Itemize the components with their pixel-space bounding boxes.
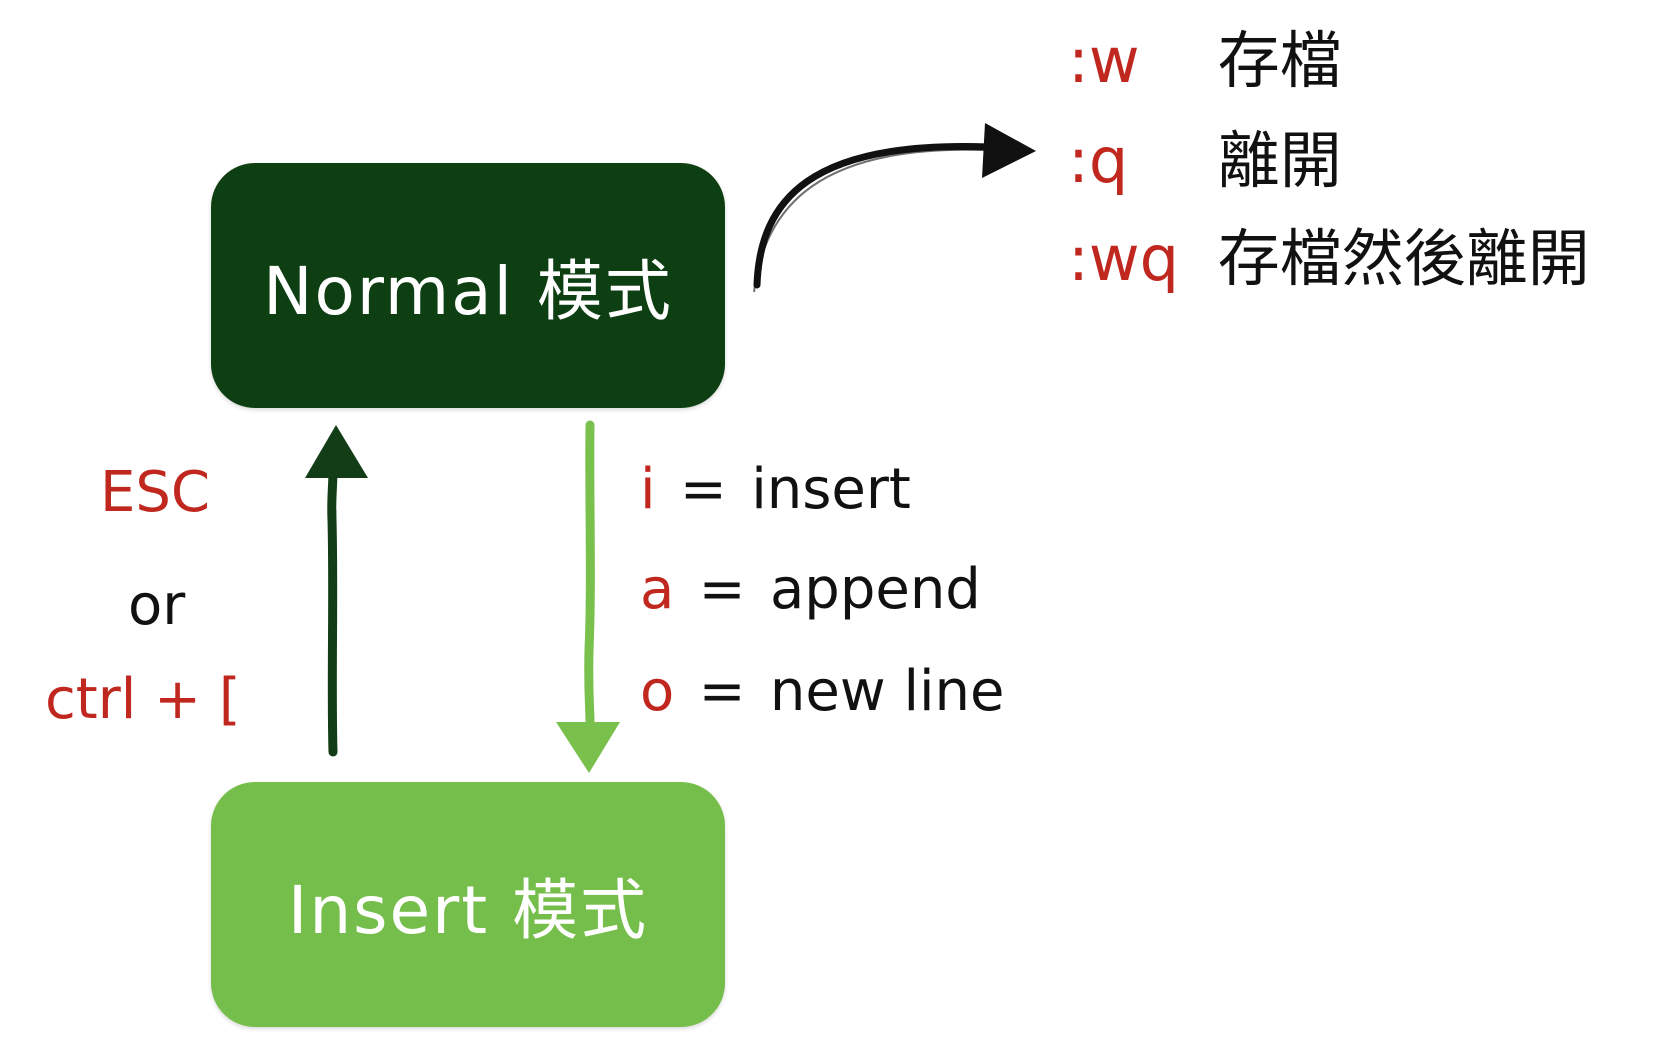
enter-key-meaning: new line bbox=[769, 659, 1005, 724]
enter-key-row: a = append bbox=[640, 562, 981, 618]
command-key: :wq bbox=[1068, 222, 1179, 295]
arrow-to-commands bbox=[753, 123, 1036, 293]
command-meaning: 存檔 bbox=[1217, 24, 1342, 97]
command-meaning: 離開 bbox=[1217, 124, 1342, 197]
normal-mode-label: Normal 模式 bbox=[263, 252, 673, 330]
enter-key: a bbox=[640, 557, 675, 622]
insert-mode-box: Insert 模式 bbox=[211, 782, 725, 1027]
equals-sign: = bbox=[698, 659, 746, 724]
enter-key-meaning: append bbox=[769, 557, 981, 622]
normal-mode-box: Normal 模式 bbox=[211, 163, 725, 408]
command-key: :q bbox=[1068, 124, 1129, 197]
equals-sign: = bbox=[698, 557, 746, 622]
esc-key-label: ESC bbox=[100, 460, 211, 525]
command-row: :w 存檔 bbox=[1068, 30, 1342, 92]
or-separator: or bbox=[128, 573, 186, 638]
command-row: :q 離開 bbox=[1068, 130, 1342, 192]
command-row: :wq 存檔然後離開 bbox=[1068, 228, 1590, 290]
ctrl-bracket-label: ctrl + [ bbox=[45, 667, 241, 732]
insert-mode-label: Insert 模式 bbox=[287, 871, 649, 949]
enter-key-meaning: insert bbox=[751, 457, 911, 522]
equals-sign: = bbox=[679, 457, 727, 522]
arrow-to-insert bbox=[556, 420, 620, 773]
command-key: :w bbox=[1068, 24, 1140, 97]
enter-key-row: o = new line bbox=[640, 664, 1005, 720]
enter-key: i bbox=[640, 457, 656, 522]
arrow-to-normal bbox=[305, 425, 368, 757]
enter-key: o bbox=[640, 659, 675, 724]
enter-key-row: i = insert bbox=[640, 462, 911, 518]
command-meaning: 存檔然後離開 bbox=[1217, 222, 1590, 295]
